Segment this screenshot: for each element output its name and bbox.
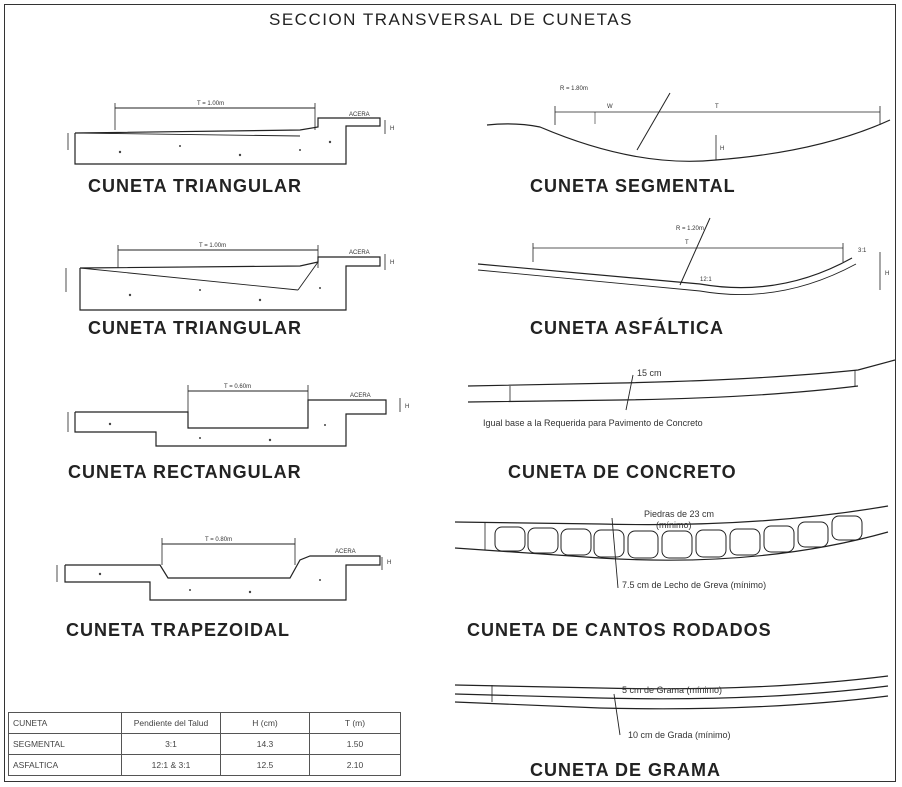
label-triangular-2: CUNETA TRIANGULAR <box>88 318 302 338</box>
table-cell: 14.3 <box>220 733 310 755</box>
segmental-h: H <box>720 146 724 152</box>
asfaltica-h: H <box>885 271 889 277</box>
segmental-drawing <box>486 92 891 162</box>
table-cell: 1.50 <box>309 733 401 755</box>
triangular-1-width: T = 1.00m <box>197 101 224 107</box>
triangular-1-acera: ACERA <box>349 112 370 118</box>
table-header-cell: Pendiente del Talud <box>121 712 221 734</box>
asfaltica-radius: R = 1.20m <box>676 226 704 232</box>
triangular-2-acera: ACERA <box>349 250 370 256</box>
table-cell: 3:1 <box>121 733 221 755</box>
asfaltica-drawing <box>477 217 881 295</box>
label-trapezoidal: CUNETA TRAPEZOIDAL <box>66 620 290 640</box>
cantos-stone-min: (mínimo) <box>656 520 692 530</box>
concrete-texture <box>98 140 332 594</box>
trapezoidal-acera: ACERA <box>335 549 356 555</box>
rectangular-width: T = 0.60m <box>224 384 251 390</box>
table-row: SEGMENTAL 3:1 14.3 1.50 <box>8 733 401 755</box>
asfaltica-slope-a: 12:1 <box>700 277 712 283</box>
triangular-2-width: T = 1.00m <box>199 243 226 249</box>
concreto-note: Igual base a la Requerida para Pavimento… <box>483 418 703 428</box>
grama-grass-note: 5 cm de Grama (mínimo) <box>622 685 723 695</box>
table-row: ASFALTICA 12:1 & 3:1 12.5 2.10 <box>8 754 401 776</box>
table-cell: SEGMENTAL <box>8 733 122 755</box>
table-cell: 12.5 <box>220 754 310 776</box>
label-segmental: CUNETA SEGMENTAL <box>530 176 736 196</box>
table-header-cell: H (cm) <box>220 712 310 734</box>
cantos-stones <box>494 515 863 559</box>
cantos-stone-note: Piedras de 23 cm <box>644 509 715 519</box>
rectangular-drawing <box>67 385 401 447</box>
diagram-frame <box>4 4 896 782</box>
asfaltica-slope-b: 3:1 <box>858 248 867 254</box>
table-cell: ASFALTICA <box>8 754 122 776</box>
label-triangular-1: CUNETA TRIANGULAR <box>88 176 302 196</box>
concreto-thickness: 15 cm <box>637 368 662 378</box>
segmental-t: T <box>715 104 719 110</box>
table-header-row: CUNETA Pendiente del Talud H (cm) T (m) <box>8 712 401 734</box>
grama-drawing <box>454 675 889 736</box>
trapezoidal-drawing <box>56 538 383 601</box>
cantos-bed-note: 7.5 cm de Lecho de Greva (mínimo) <box>622 580 767 590</box>
spec-table: CUNETA Pendiente del Talud H (cm) T (m) … <box>8 712 401 776</box>
grama-base-note: 10 cm de Grada (mínimo) <box>628 730 731 740</box>
label-rectangular: CUNETA RECTANGULAR <box>68 462 302 482</box>
diagram-title: SECCION TRANSVERSAL DE CUNETAS <box>269 10 633 29</box>
trapezoidal-width: T = 0.80m <box>205 537 232 543</box>
label-cantos: CUNETA DE CANTOS RODADOS <box>467 620 772 640</box>
segmental-radius: R = 1.80m <box>560 86 588 92</box>
triangular-1-drawing <box>67 103 386 165</box>
asfaltica-t: T <box>685 240 689 246</box>
rectangular-h: H <box>405 404 409 410</box>
table-cell: 2.10 <box>309 754 401 776</box>
table-header-cell: T (m) <box>309 712 401 734</box>
trapezoidal-h: H <box>387 560 391 566</box>
triangular-2-drawing <box>65 245 386 311</box>
table-cell: 12:1 & 3:1 <box>121 754 221 776</box>
segmental-w: W <box>607 104 613 110</box>
table-header-cell: CUNETA <box>8 712 122 734</box>
label-grama: CUNETA DE GRAMA <box>530 760 721 780</box>
triangular-1-h: H <box>390 126 394 132</box>
rectangular-acera: ACERA <box>350 393 371 399</box>
label-concreto: CUNETA DE CONCRETO <box>508 462 737 482</box>
label-asfaltica: CUNETA ASFÁLTICA <box>530 318 724 338</box>
triangular-2-h: H <box>390 260 394 266</box>
concreto-drawing <box>467 359 896 411</box>
